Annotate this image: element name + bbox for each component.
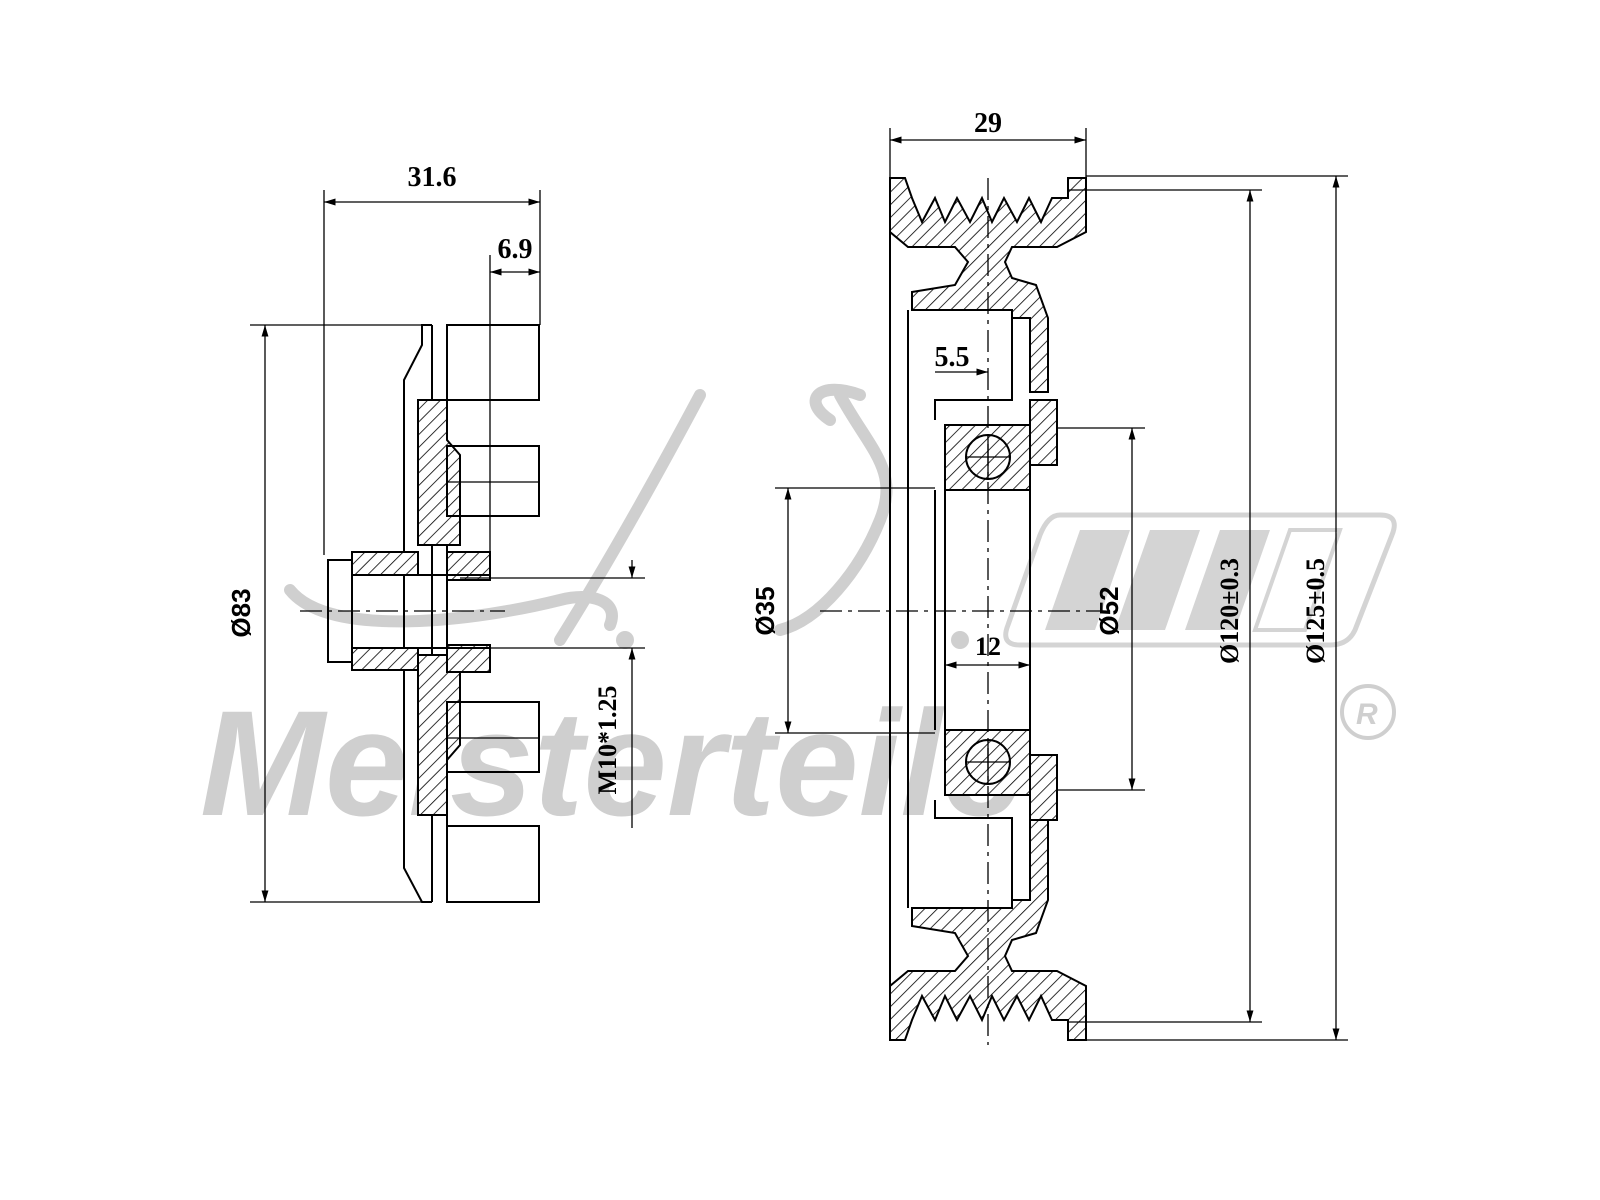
dim-bearing-outer-diameter: Ø52: [1094, 586, 1124, 635]
dim-bore-diameter: Ø35: [750, 586, 780, 635]
watermark-dot: [616, 631, 634, 649]
dim-hub-step: 6.9: [498, 234, 533, 265]
watermark-dot: [951, 631, 969, 649]
dim-hub-length: 31.6: [408, 162, 457, 193]
registered-mark-icon: [1340, 684, 1396, 740]
dim-pulley-width: 29: [974, 108, 1002, 139]
watermark: Meisterteile R: [200, 383, 1397, 847]
pulley-view: 29 5.5 Ø35 12 Ø52 Ø120±0.3 Ø125±0.5: [750, 108, 1348, 1045]
dim-bearing-width: 12: [975, 632, 1001, 661]
dim-groove-diameter: Ø120±0.3: [1215, 558, 1244, 664]
watermark-brand: Meisterteile: [200, 679, 1025, 847]
dim-hub-diameter: Ø83: [226, 588, 256, 637]
dim-groove-offset: 5.5: [935, 342, 970, 373]
dim-outer-diameter: Ø125±0.5: [1301, 558, 1330, 664]
dim-thread: M10*1.25: [593, 685, 622, 794]
watermark-registered: R: [1356, 698, 1378, 731]
hub-view: 31.6 6.9 Ø83 M10*1.25: [226, 162, 645, 903]
